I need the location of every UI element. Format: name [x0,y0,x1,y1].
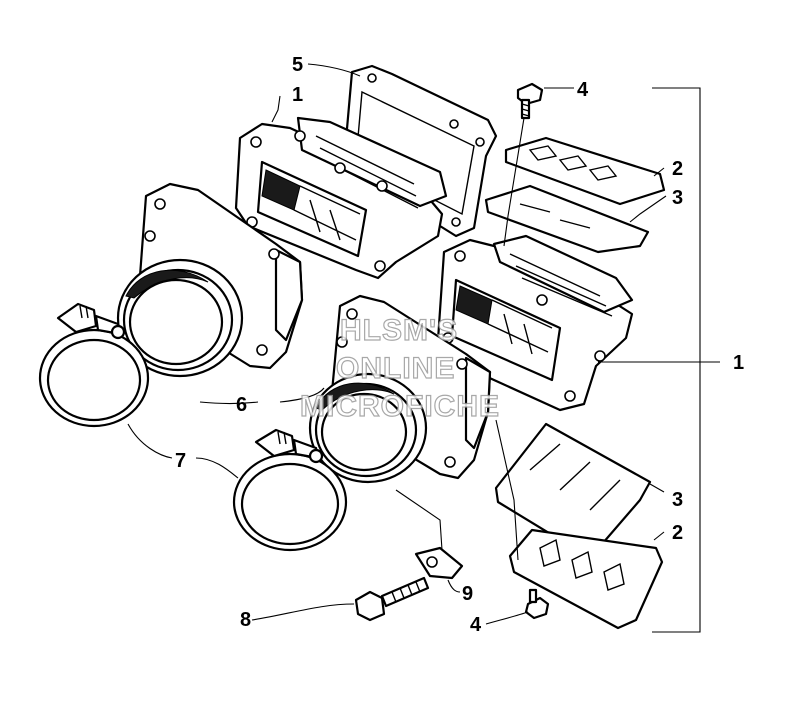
watermark: HLSM'S ONLINE MICROFICHE [299,313,500,423]
watermark-line-1: HLSM'S [340,314,458,347]
callout-8: 8 [240,609,251,631]
hose-clamp-part-7-top [38,302,150,428]
washer-part-9 [414,546,464,580]
callout-5: 5 [292,54,303,76]
callout-9: 9 [462,583,473,605]
leader-lines [127,63,720,633]
callout-4-top: 4 [577,79,589,101]
callout-labels: 5 1 4 2 3 1 6 7 3 2 9 8 4 [175,54,744,636]
intake-boot-part-6-bottom [308,294,492,484]
callout-3-top: 3 [672,187,683,209]
watermark-line-3: MICROFICHE [300,390,500,423]
reed-stop-part-2-bottom [508,528,664,630]
reed-housing-part-1-right [436,234,634,412]
screw-part-4-top [516,82,544,120]
hose-clamp-part-7-bottom [232,428,348,552]
screw-part-4-bottom [524,588,550,620]
callout-2-top: 2 [672,158,683,180]
callout-4-bottom: 4 [470,614,482,636]
callout-1-top: 1 [292,84,303,106]
callout-7: 7 [175,450,186,472]
callout-2-bottom: 2 [672,522,683,544]
callout-3-bottom: 3 [672,489,683,511]
reed-petal-part-3-top [484,184,650,254]
bolt-part-8 [354,576,430,622]
watermark-line-2: ONLINE [336,352,455,385]
reed-petal-part-3-bottom [494,422,652,560]
callout-1-right: 1 [733,352,744,374]
reed-stop-part-2-top [504,136,666,206]
intake-boot-part-6-top [116,182,304,378]
callout-6: 6 [236,394,247,416]
